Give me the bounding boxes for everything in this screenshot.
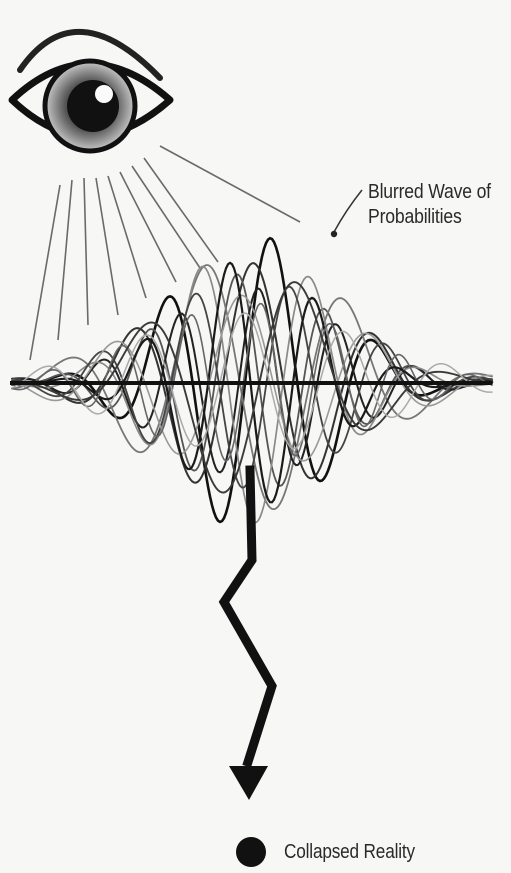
gaze-ray xyxy=(108,176,146,298)
collapse-path xyxy=(224,470,272,762)
gaze-ray xyxy=(84,178,88,325)
wave-label-line-2: Probabilities xyxy=(368,205,491,230)
eye-icon xyxy=(12,32,170,151)
arrow-head-icon xyxy=(229,766,268,800)
gaze-ray xyxy=(120,172,176,282)
collapsed-reality-dot xyxy=(236,837,266,867)
reality-label: Collapsed Reality xyxy=(284,840,415,865)
wave-label-line-1: Blurred Wave of xyxy=(368,180,491,205)
eye-highlight xyxy=(95,85,113,103)
eye-pupil xyxy=(67,80,119,132)
gaze-ray xyxy=(30,185,60,360)
gaze-ray xyxy=(58,180,72,340)
collapse-arrow xyxy=(224,470,272,800)
wave-label: Blurred Wave of Probabilities xyxy=(368,180,491,230)
wave-label-leader-dot xyxy=(331,231,337,237)
gaze-ray xyxy=(144,158,218,262)
wave-label-leader xyxy=(334,190,362,232)
